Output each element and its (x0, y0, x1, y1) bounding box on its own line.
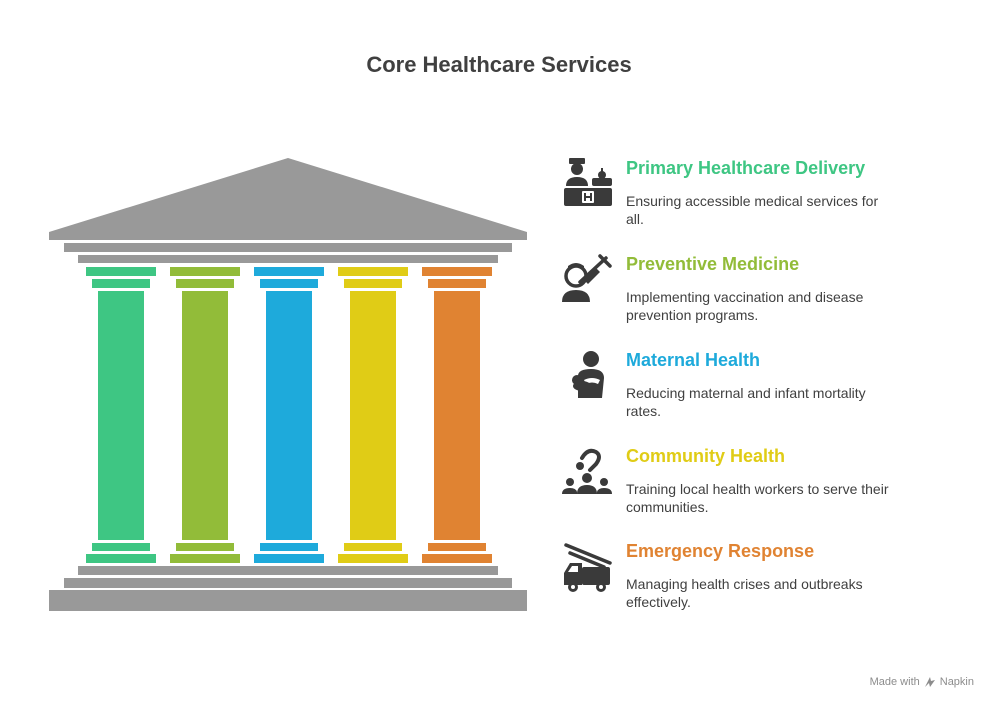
item-heading: Maternal Health (626, 350, 761, 370)
temple-base-step-3 (49, 590, 527, 611)
footer-credit: Made with Napkin (870, 676, 974, 688)
temple-base-step-1 (78, 566, 498, 575)
temple-entablature-bottom (78, 255, 498, 263)
item-heading: Preventive Medicine (626, 254, 800, 274)
temple-base-step-2 (64, 578, 512, 588)
item-description: Reducing maternal and infant mortality r… (626, 385, 866, 419)
mother-baby-icon (572, 351, 604, 398)
item-heading: Primary Healthcare Delivery (626, 158, 866, 178)
temple-entablature-top (64, 243, 512, 252)
item-description: Ensuring accessible medical services for… (626, 193, 879, 227)
item-description: Implementing vaccination and disease pre… (626, 289, 864, 323)
doctor-desk-icon (564, 158, 612, 206)
temple-diagram (49, 158, 527, 611)
pillar-emergency-response (422, 267, 492, 563)
page-title: Core Healthcare Services (366, 52, 632, 77)
community-icon (562, 448, 612, 494)
pillar-maternal-health (254, 267, 324, 563)
temple-roof (49, 158, 527, 240)
napkin-logo-icon (924, 677, 935, 687)
item-heading: Emergency Response (626, 541, 815, 561)
item-description: Training local health workers to serve t… (626, 481, 889, 515)
pillar-primary-healthcare (86, 267, 156, 563)
pillar-preventive-medicine (170, 267, 240, 563)
pillar-community-health (338, 267, 408, 563)
made-with-label: Made with (869, 676, 920, 688)
napkin-brand-label: Napkin (939, 676, 974, 688)
vaccination-icon (562, 254, 612, 302)
item-heading: Community Health (626, 446, 786, 466)
fire-truck-icon (564, 543, 612, 592)
item-description: Managing health crises and outbreaks eff… (626, 576, 863, 610)
